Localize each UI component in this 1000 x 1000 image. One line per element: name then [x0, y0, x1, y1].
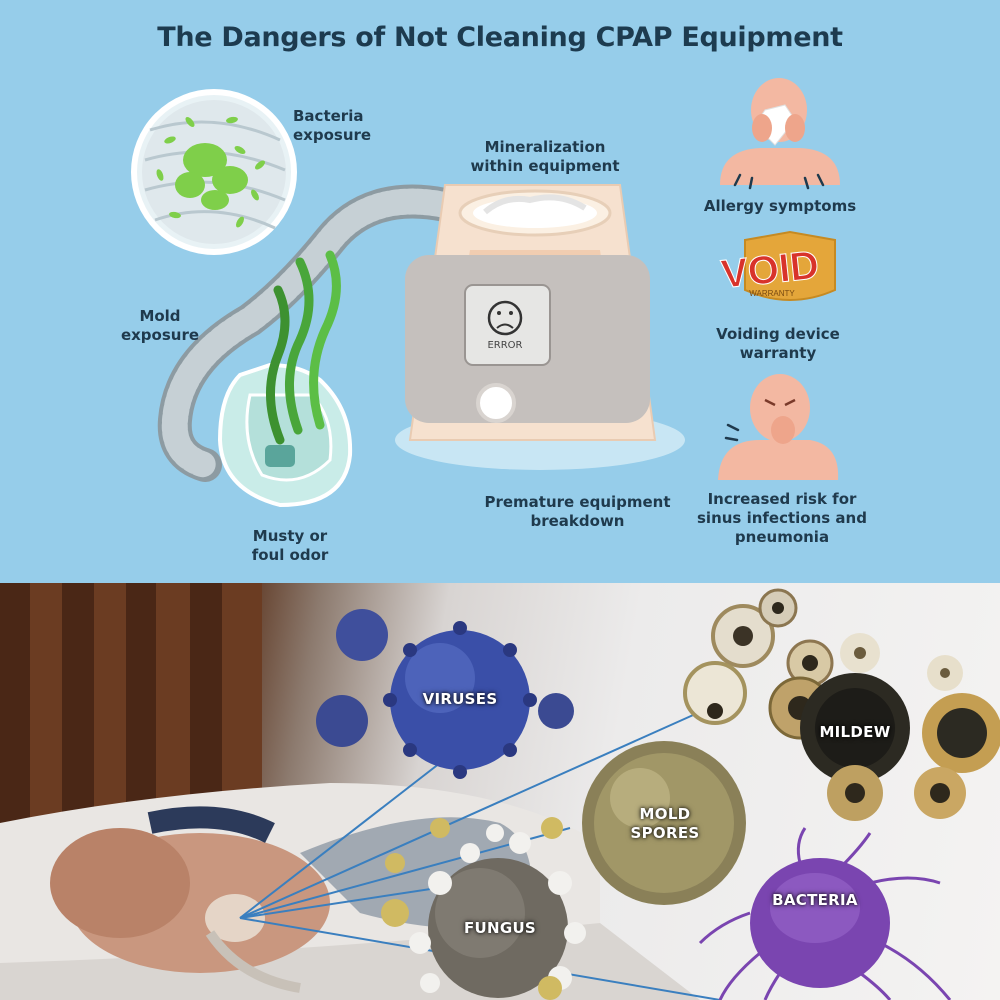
cpap-hose-icon [157, 184, 462, 482]
premature-breakdown-label: Premature equipment breakdown [484, 493, 671, 530]
fungus-label: FUNGUS [463, 919, 537, 937]
error-screen-text: ERROR [487, 340, 523, 351]
sleeping-man [50, 806, 330, 993]
mold-spores-label: MOLD SPORES [630, 805, 700, 842]
wooden-headboard [0, 583, 222, 843]
allergy-symptoms-label: Allergy symptoms [703, 197, 857, 215]
mold-spores-cluster-icon [582, 741, 746, 905]
musty-odor-label: Musty or foul odor [251, 527, 329, 564]
mineralization-label: Mineralization within equipment [470, 138, 620, 175]
bacteria-magnifier-icon [131, 89, 297, 255]
voiding-warranty-label: Voiding device warranty [716, 325, 840, 362]
sick-person-icon [718, 374, 839, 480]
viruses-label: VIRUSES [422, 690, 498, 708]
mildew-cluster-icon [683, 588, 1000, 821]
void-stamp-subtext: WARRANTY [749, 289, 795, 298]
infographic-artwork: VOID WARRANTY [131, 78, 840, 508]
infographic-panel: The Dangers of Not Cleaning CPAP Equipme… [0, 0, 1000, 583]
germs-photo-panel: VIRUSES MILDEW MOLD SPORES FUNGUS BACTER… [0, 583, 1000, 1000]
odor-waves-icon [266, 250, 341, 445]
bacteria-cluster-icon [698, 827, 952, 1000]
void-warranty-stamp-icon: VOID WARRANTY [719, 230, 836, 301]
sinus-infection-risk-label: Increased risk for sinus infections and … [697, 490, 867, 546]
mildew-label: MILDEW [819, 723, 891, 741]
allergy-person-icon [720, 78, 840, 190]
bacteria-label: BACTERIA [772, 891, 858, 909]
void-stamp-text: VOID [719, 243, 821, 297]
cpap-nasal-mask-icon [205, 894, 265, 942]
virus-cluster-icon [316, 609, 574, 779]
bacteria-exposure-label: Bacteria exposure [293, 107, 372, 144]
mold-exposure-label: Mold exposure [120, 307, 200, 344]
infographic-title: The Dangers of Not Cleaning CPAP Equipme… [157, 22, 843, 53]
mask-strap [147, 806, 275, 843]
cpap-machine-icon [395, 184, 685, 470]
fungus-cluster-icon [381, 817, 586, 1000]
germs-photo-artwork [0, 583, 1000, 1000]
